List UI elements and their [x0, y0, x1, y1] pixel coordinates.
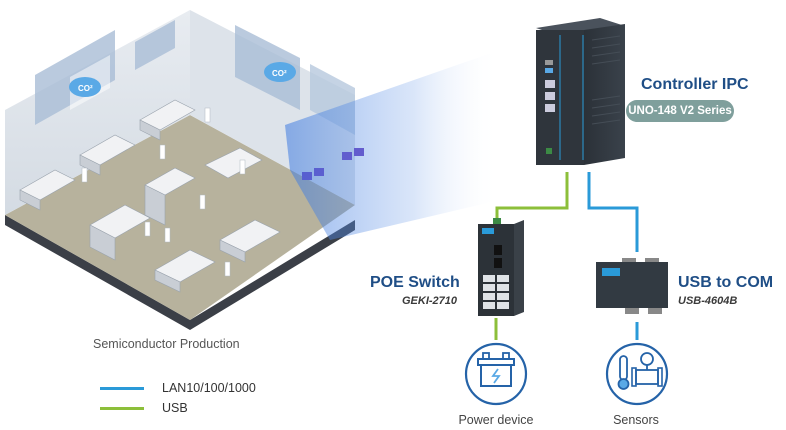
co2-cloud-icon: CO² — [264, 62, 296, 82]
battery-icon — [464, 342, 528, 406]
co2-cloud-icon: CO² — [69, 77, 101, 97]
lan-line-ipc-to-usbcom — [587, 172, 639, 252]
controller-ipc-device — [536, 18, 625, 165]
power-device-label: Power device — [458, 413, 534, 427]
lan-line-swatch — [100, 386, 144, 390]
connections — [494, 172, 639, 340]
workers — [81, 107, 246, 277]
controller-ipc-title: Controller IPC — [641, 76, 749, 93]
sensors-label: Sensors — [613, 413, 659, 427]
usb-to-com-title: USB to COM — [678, 274, 774, 291]
poe-switch-title: POE Switch — [370, 274, 460, 291]
thermometer-gauge-icon — [605, 342, 669, 406]
machines — [19, 99, 281, 293]
factory-caption: Semiconductor Production — [93, 337, 240, 351]
poe-switch-model: GEKI-2710 — [402, 295, 458, 307]
highlight-beam — [285, 50, 500, 240]
controller-model-badge: UNO-148 V2 Series — [626, 100, 734, 122]
svg-text:CO²: CO² — [272, 69, 287, 78]
svg-text:CO²: CO² — [78, 84, 93, 93]
usb-to-com-device — [596, 258, 668, 314]
usb-line-ipc-to-switch — [495, 172, 569, 222]
legend-label: LAN10/100/1000 — [162, 381, 256, 395]
poe-switch-device — [478, 218, 524, 316]
usb-to-com-model: USB-4604B — [678, 295, 738, 307]
legend-label: USB — [162, 401, 188, 415]
usb-line-swatch — [100, 406, 144, 410]
legend-item-usb: USB — [100, 400, 188, 416]
legend-item-lan: LAN10/100/1000 — [100, 380, 256, 396]
